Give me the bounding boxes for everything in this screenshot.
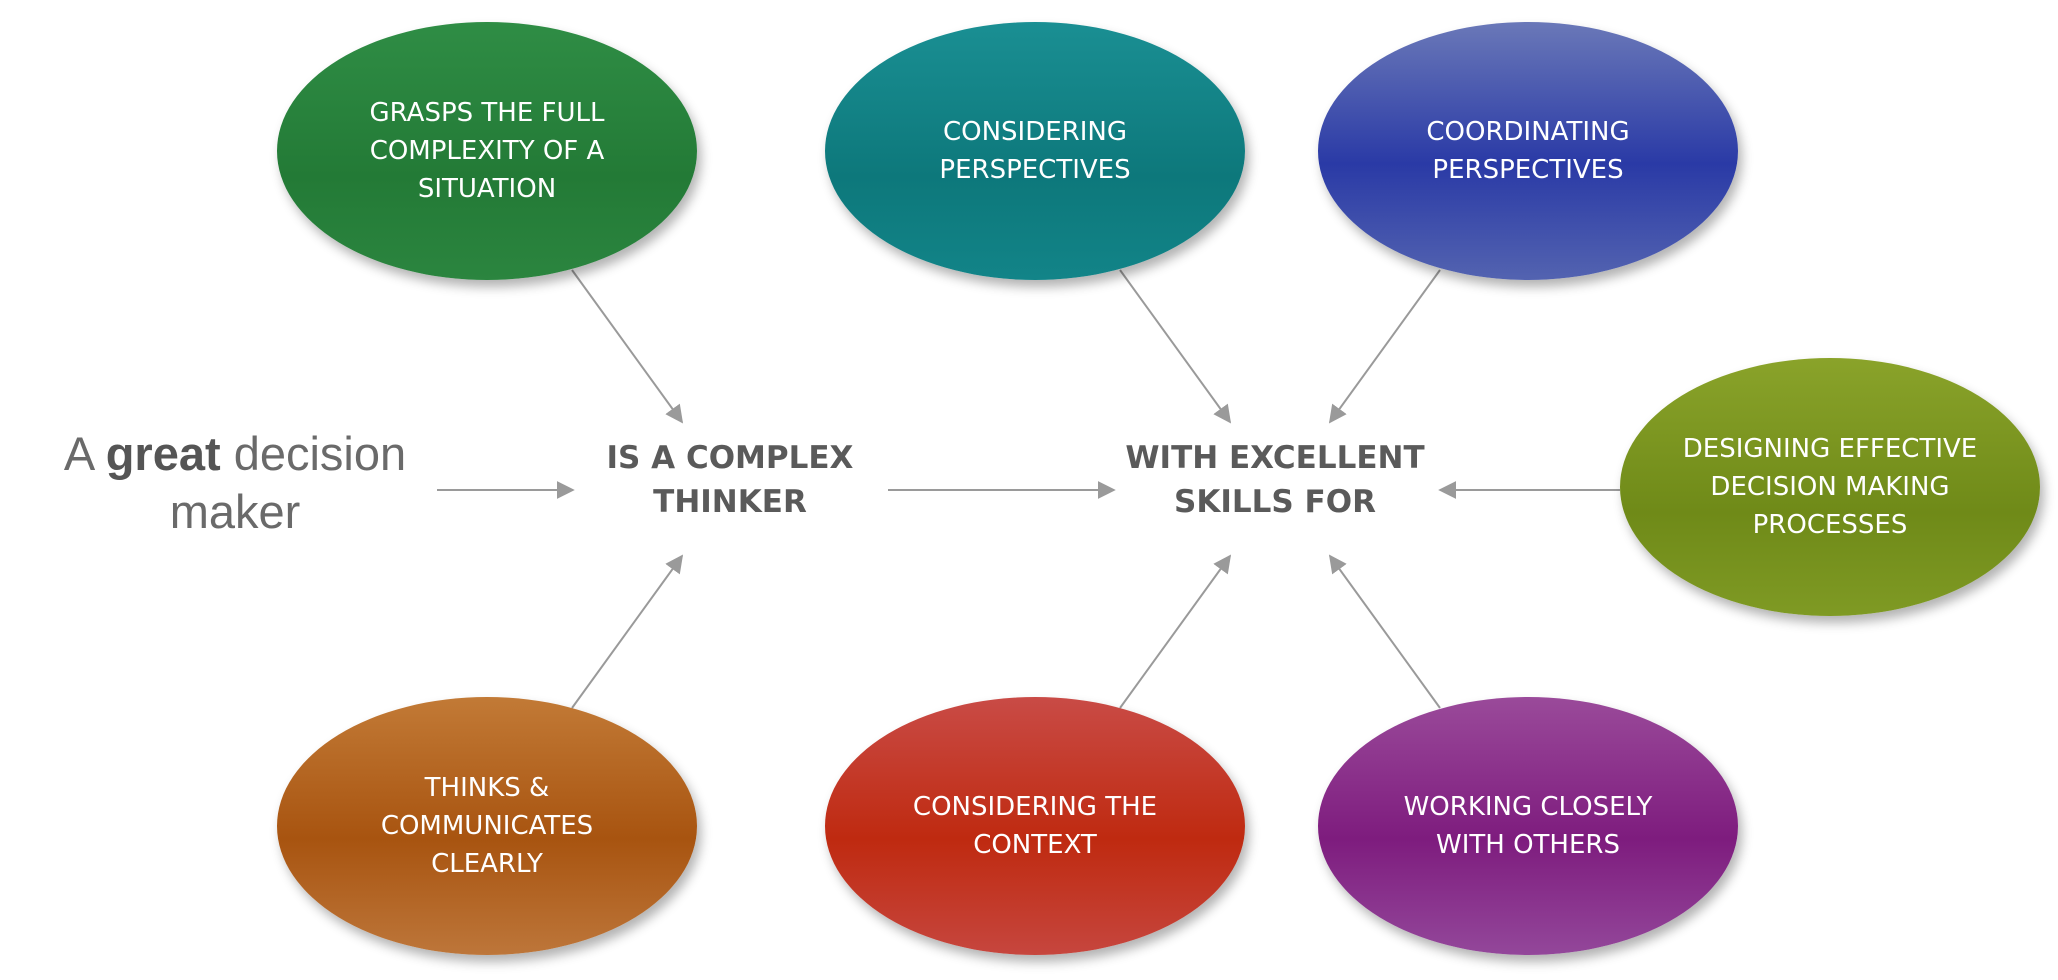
- node-designing-label: DESIGNING EFFECTIVE DECISION MAKING PROC…: [1682, 434, 1978, 540]
- node-grasps-label: GRASPS THE FULL COMPLEXITY OF A SITUATIO…: [369, 98, 605, 204]
- intro-line-1: A great decision: [30, 425, 440, 483]
- hub-skills-line-2: SKILLS FOR: [1174, 484, 1376, 520]
- intro-line-2: maker: [169, 485, 301, 538]
- hub-thinker-line-2: THINKER: [653, 484, 807, 520]
- arrow-coordinating-to-skills: [1328, 269, 1441, 424]
- node-working-label: WORKING CLOSELY WITH OTHERS: [1403, 792, 1653, 860]
- node-coordinating-perspectives: COORDINATING PERSPECTIVES: [1318, 22, 1738, 280]
- node-context-label: CONSIDERING THE CONTEXT: [912, 792, 1158, 860]
- node-thinks-label: THINKS & COMMUNICATES CLEARLY: [380, 773, 594, 879]
- node-working-closely: WORKING CLOSELY WITH OTHERS: [1318, 697, 1738, 955]
- arrow-working-to-skills: [1328, 554, 1441, 709]
- arrow-grasps-to-thinker: [571, 269, 684, 424]
- intro-statement: A great decision maker: [30, 425, 440, 541]
- intro-emphasis: great: [105, 427, 221, 480]
- arrow-context-to-skills: [1119, 554, 1232, 709]
- arrow-considering-to-skills: [1119, 269, 1232, 424]
- node-coordinating-label: COORDINATING PERSPECTIVES: [1426, 117, 1630, 185]
- node-designing-processes: DESIGNING EFFECTIVE DECISION MAKING PROC…: [1620, 358, 2040, 616]
- node-considering-perspectives-label: CONSIDERING PERSPECTIVES: [939, 117, 1131, 185]
- intro-prefix: A: [63, 427, 93, 480]
- hub-complex-thinker: IS A COMPLEX THINKER: [590, 436, 870, 524]
- arrow-thinks-to-thinker: [571, 554, 684, 709]
- hub-thinker-line-1: IS A COMPLEX: [606, 440, 854, 476]
- node-considering-perspectives: CONSIDERING PERSPECTIVES: [825, 22, 1245, 280]
- node-considering-context: CONSIDERING THE CONTEXT: [825, 697, 1245, 955]
- hub-skills-line-1: WITH EXCELLENT: [1125, 440, 1425, 476]
- node-thinks-communicates: THINKS & COMMUNICATES CLEARLY: [277, 697, 697, 955]
- intro-suffix: decision: [233, 427, 407, 480]
- hub-excellent-skills: WITH EXCELLENT SKILLS FOR: [1110, 436, 1440, 524]
- node-grasps-complexity: GRASPS THE FULL COMPLEXITY OF A SITUATIO…: [277, 22, 697, 280]
